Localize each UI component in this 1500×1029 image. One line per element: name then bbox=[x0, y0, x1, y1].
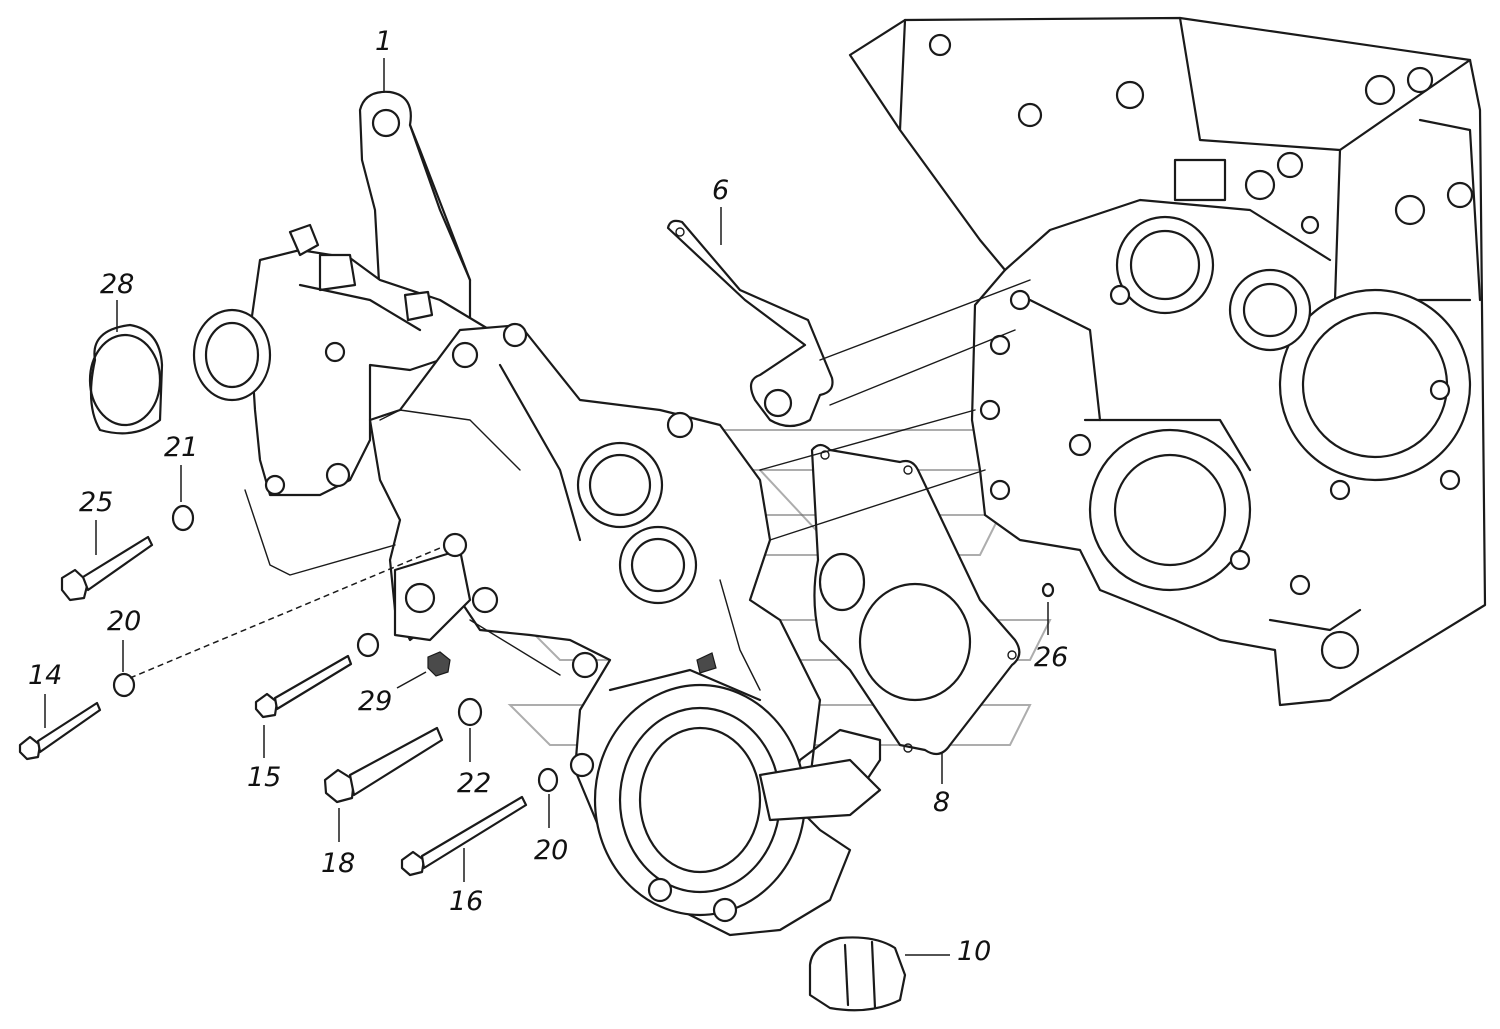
callout-25: 25 bbox=[79, 487, 114, 518]
callout-20-left: 20 bbox=[107, 606, 142, 637]
callout-20-right: 20 bbox=[534, 835, 569, 866]
leader-lines bbox=[44, 58, 1049, 956]
callout-1: 1 bbox=[375, 26, 393, 57]
callout-21: 21 bbox=[164, 432, 199, 463]
plug-part-28 bbox=[88, 323, 164, 435]
gear-housing-cover bbox=[368, 322, 882, 937]
cap-part-10 bbox=[808, 936, 907, 1012]
bolt-part-15 bbox=[254, 654, 353, 719]
callout-28: 28 bbox=[100, 269, 135, 300]
callout-15: 15 bbox=[247, 762, 282, 793]
washer-part-21 bbox=[171, 504, 195, 532]
leader-29 bbox=[396, 671, 427, 689]
washer-part-20-left bbox=[112, 672, 136, 698]
callout-14: 14 bbox=[28, 660, 63, 691]
washer-part-22 bbox=[457, 697, 483, 727]
callout-26: 26 bbox=[1034, 642, 1069, 673]
washer-near-bolt-15 bbox=[356, 632, 380, 658]
leader-washer-axis bbox=[129, 547, 441, 679]
washer-part-20-right bbox=[537, 767, 559, 793]
callout-18: 18 bbox=[321, 848, 356, 879]
engine-block bbox=[848, 16, 1487, 707]
callout-6: 6 bbox=[712, 175, 730, 206]
callout-10: 10 bbox=[957, 936, 992, 967]
callout-22: 22 bbox=[457, 768, 492, 799]
bolt-part-16 bbox=[400, 795, 528, 877]
callout-8: 8 bbox=[933, 787, 951, 818]
callout-16: 16 bbox=[449, 886, 484, 917]
gasket-part-8 bbox=[810, 443, 1021, 756]
bolt-part-14 bbox=[18, 701, 102, 761]
bolt-part-25 bbox=[60, 535, 154, 602]
pin-part-26 bbox=[1041, 582, 1055, 598]
bolt-part-18 bbox=[323, 726, 444, 804]
projection-lines bbox=[244, 279, 1031, 691]
gasket-part-6 bbox=[666, 219, 834, 428]
callout-29: 29 bbox=[358, 686, 393, 717]
thermostat-housing bbox=[192, 223, 492, 497]
nut-part-29 bbox=[427, 651, 451, 677]
